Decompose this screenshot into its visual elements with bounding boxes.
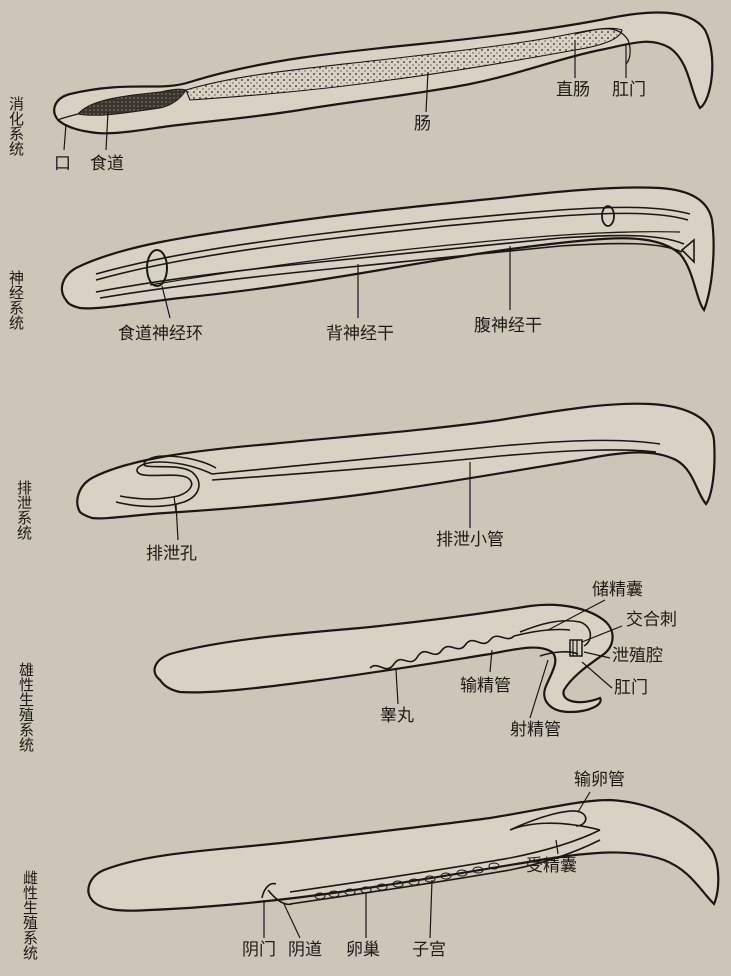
- label-mouth: 口: [54, 156, 71, 173]
- male-reproductive-title: 雄性生殖系统: [16, 662, 34, 752]
- label-spicule: 交合刺: [626, 612, 677, 629]
- digestive-system-title: 消化系统: [6, 96, 24, 156]
- background-texture: [40, 21, 62, 46]
- label-vagina: 阴道: [288, 942, 322, 959]
- label-ejaculatory-duct: 射精管: [510, 722, 561, 739]
- label-seminal-vesicle: 储精囊: [592, 582, 643, 599]
- mouth-leader: [64, 124, 66, 150]
- nervous-worm-body: [62, 187, 714, 310]
- male-worm-body: [155, 605, 613, 712]
- excretory-system-title: 排泄系统: [14, 480, 32, 540]
- label-oviduct: 输卵管: [574, 772, 625, 789]
- female-worm-body: [88, 800, 718, 911]
- label-anus-male: 肛门: [614, 680, 648, 697]
- label-vas-deferens: 输精管: [460, 678, 511, 695]
- female-reproductive-title: 雌性生殖系统: [20, 870, 38, 960]
- label-intestine: 肠: [414, 116, 431, 133]
- vagina-leader: [284, 904, 300, 938]
- nervous-system-diagram: [62, 187, 714, 318]
- anus-leader-2: [582, 662, 612, 688]
- male-reproductive-diagram: [155, 600, 622, 718]
- label-vulva: 阴门: [242, 942, 276, 959]
- label-dorsal-nerve: 背神经干: [326, 326, 394, 343]
- label-uterus: 子宫: [412, 942, 446, 959]
- uterus-leader: [430, 880, 432, 938]
- label-testis: 睾丸: [380, 708, 414, 725]
- excretory-system-diagram: [77, 404, 714, 540]
- label-cloaca: 泄殖腔: [612, 648, 663, 665]
- label-esophagus: 食道: [90, 156, 124, 173]
- excretory-worm-body: [77, 404, 714, 519]
- label-excretory-tubule: 排泄小管: [436, 532, 504, 549]
- female-reproductive-diagram: [88, 792, 718, 938]
- label-ovary: 卵巢: [346, 942, 380, 959]
- nervous-system-title: 神经系统: [6, 270, 24, 330]
- label-ventral-nerve: 腹神经干: [474, 318, 542, 335]
- testis-leader: [396, 670, 398, 704]
- label-anus-digestive: 肛门: [612, 82, 646, 99]
- label-nerve-ring: 食道神经环: [118, 326, 203, 343]
- label-rectum: 直肠: [556, 82, 590, 99]
- label-excretory-pore: 排泄孔: [146, 546, 197, 563]
- label-seminal-receptacle: 受精囊: [526, 858, 577, 875]
